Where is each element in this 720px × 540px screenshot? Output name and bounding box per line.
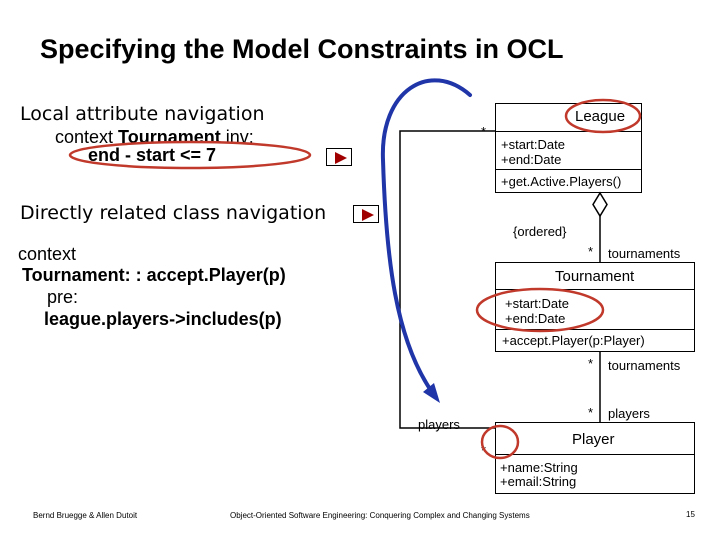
context-keyword: context xyxy=(55,127,119,147)
expression-highlight xyxy=(68,140,312,170)
player-divider xyxy=(495,454,695,455)
tournament-name: Tournament xyxy=(555,268,635,285)
tournaments-multiplicity-upper: * xyxy=(588,244,594,259)
section2-line2: Tournament: : accept.Player(p) xyxy=(22,265,286,285)
section2-line3: pre: xyxy=(47,287,79,307)
player-multiplicity-highlight xyxy=(480,424,520,460)
tournaments-role-lower: tournaments xyxy=(608,358,681,373)
play-button-2[interactable] xyxy=(353,205,379,223)
league-class[interactable] xyxy=(495,103,642,193)
aggregation-diamond-icon xyxy=(592,191,608,218)
league-highlight xyxy=(564,98,642,134)
player-attr-name: +name:String xyxy=(500,460,578,475)
league-divider-1 xyxy=(495,131,642,132)
tournament-class[interactable] xyxy=(495,262,695,352)
player-attr-email: +email:String xyxy=(500,474,577,489)
league-operation: +get.Active.Players() xyxy=(501,174,622,189)
navigation-arrow xyxy=(380,78,472,394)
section2-heading: Directly related class navigation xyxy=(20,202,327,224)
play-icon xyxy=(362,209,374,221)
player-name: Player xyxy=(572,431,615,448)
section1-heading: Local attribute navigation xyxy=(20,103,265,125)
play-icon xyxy=(335,152,347,164)
ordered-constraint: {ordered} xyxy=(513,224,567,239)
tournament-attr-end: +end:Date xyxy=(505,311,566,326)
section1-expression: end - start <= 7 xyxy=(88,145,217,165)
league-divider-2 xyxy=(495,169,642,170)
players-role-right: players xyxy=(608,406,650,421)
tournament-divider-2 xyxy=(495,329,695,330)
tournament-attr-highlight xyxy=(475,287,605,333)
tournament-attr-start: +start:Date xyxy=(505,296,569,311)
league-attr-end: +end:Date xyxy=(501,152,562,167)
play-button-1[interactable] xyxy=(326,148,352,166)
tournaments-multiplicity-lower: * xyxy=(588,356,594,371)
tournaments-role-upper: tournaments xyxy=(608,246,681,261)
league-player-association xyxy=(399,130,495,429)
arrow-head-icon xyxy=(423,383,440,403)
section2-line1: context xyxy=(18,244,77,264)
slide-title: Specifying the Model Constraints in OCL xyxy=(40,34,564,64)
players-multiplicity-right: * xyxy=(588,405,594,420)
tournament-divider-1 xyxy=(495,289,695,290)
footer-book: Object-Oriented Software Engineering: Co… xyxy=(230,511,530,520)
league-name: League xyxy=(575,108,626,125)
section2-line4: league.players->includes(p) xyxy=(44,309,282,329)
footer-authors: Bernd Bruegge & Allen Dutoit xyxy=(33,511,138,520)
footer-page-number: 15 xyxy=(686,510,695,519)
tournament-operation: +accept.Player(p:Player) xyxy=(502,333,645,348)
league-attr-start: +start:Date xyxy=(501,137,565,152)
